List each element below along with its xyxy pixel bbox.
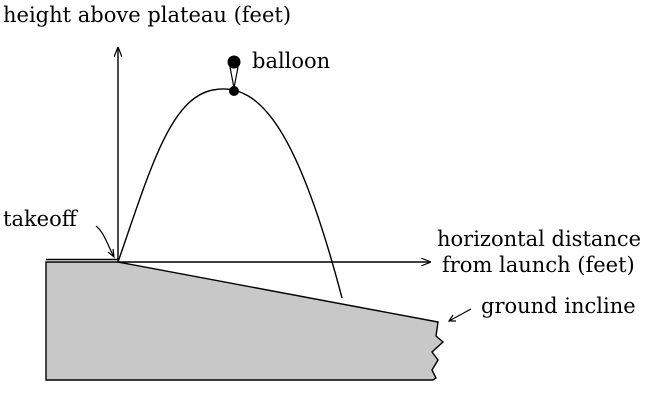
flight-path <box>117 88 343 299</box>
balloon-icon <box>227 55 241 96</box>
ground-region <box>45 261 445 381</box>
takeoff-label: takeoff <box>3 207 79 231</box>
ground-incline-label: ground incline <box>481 294 636 318</box>
y-axis-label: height above plateau (feet) <box>3 3 291 27</box>
x-axis-label-line1: horizontal distance <box>437 227 641 251</box>
balloon-label: balloon <box>252 49 330 73</box>
takeoff-arrowhead <box>107 248 115 259</box>
ground-pointer <box>448 308 472 322</box>
x-axis-label-line2: from launch (feet) <box>442 253 635 277</box>
takeoff-pointer <box>95 225 115 258</box>
ground-arrowhead <box>447 314 456 322</box>
